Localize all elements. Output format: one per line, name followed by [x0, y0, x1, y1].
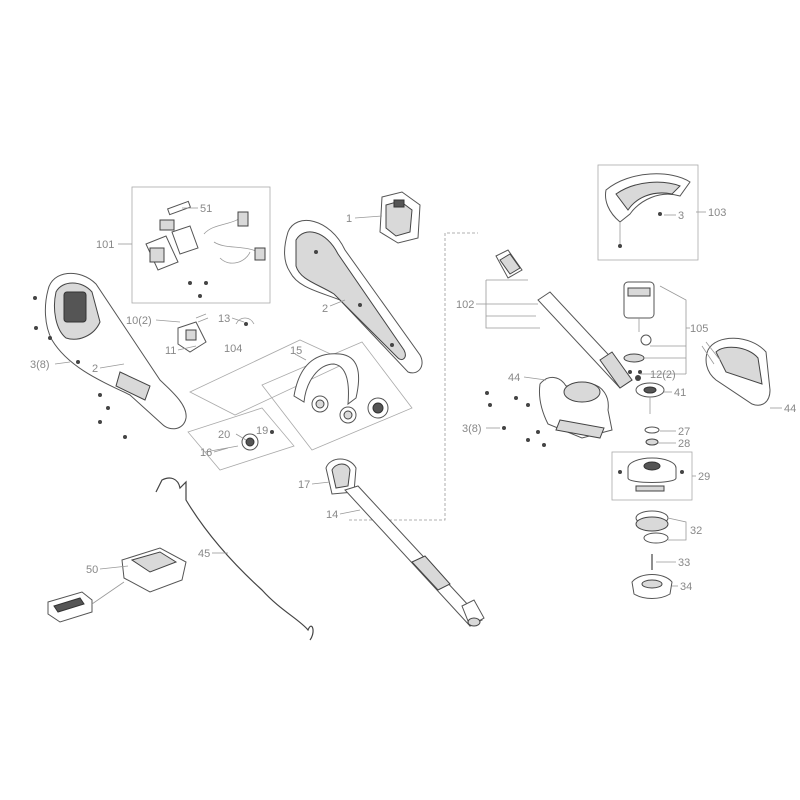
head-housing	[701, 337, 771, 406]
washer-27	[644, 426, 660, 434]
label-2-housing: 2	[322, 303, 328, 315]
label-12-2: 12(2)	[650, 369, 676, 381]
label-105: 105	[690, 323, 708, 335]
label-29: 29	[698, 471, 710, 483]
screw-set-right	[485, 391, 546, 447]
label-11: 11	[165, 345, 176, 357]
label-13: 13	[218, 313, 230, 325]
main-housing-half	[284, 219, 423, 374]
label-41: 41	[674, 387, 686, 399]
label-3-8-right: 3(8)	[462, 423, 482, 435]
label-32: 32	[690, 525, 702, 537]
motor	[623, 281, 655, 374]
label-17: 17	[298, 479, 310, 491]
shaft-clamp	[325, 458, 357, 495]
label-1: 1	[346, 213, 352, 225]
group-box-20	[187, 407, 295, 471]
label-102: 102	[456, 299, 474, 311]
label-103: 103	[708, 207, 726, 219]
label-3-8-left: 3(8)	[30, 359, 50, 371]
wire-harness	[155, 477, 314, 641]
leader-lines	[54, 207, 782, 587]
label-15: 15	[290, 345, 302, 357]
spool-housing	[618, 457, 684, 492]
label-28: 28	[678, 438, 690, 450]
group-box-103	[597, 164, 699, 261]
label-14: 14	[326, 509, 338, 521]
label-44-motor: 44	[508, 372, 520, 384]
auxiliary-handle	[293, 353, 389, 424]
charger-unit	[47, 547, 187, 623]
label-50: 50	[86, 564, 98, 576]
line-spool	[635, 510, 669, 544]
label-2-left: 2	[92, 363, 98, 375]
handle-clamp-parts	[204, 430, 274, 453]
screw-set-left	[33, 296, 127, 439]
switch-assembly-parts	[145, 200, 266, 298]
spindle-gear	[635, 382, 665, 414]
washer-28	[645, 438, 659, 446]
shaft-dashed-connector	[349, 232, 478, 521]
lower-shaft	[344, 485, 485, 627]
cover-guard	[605, 173, 691, 248]
motor-housing	[539, 377, 613, 439]
label-101: 101	[96, 239, 114, 251]
trigger-parts	[177, 313, 255, 353]
label-19: 19	[256, 425, 268, 437]
handle-housing-left	[44, 272, 187, 430]
label-10-2: 10(2)	[126, 315, 152, 327]
label-104: 104	[224, 343, 242, 355]
label-3-cover: 3	[678, 210, 684, 222]
label-20: 20	[218, 429, 230, 441]
label-44-head: 44	[784, 403, 796, 415]
label-27: 27	[678, 426, 690, 438]
group-box-101	[131, 186, 271, 304]
part-labels: 1 2 2 3 3(8) 3(8) 10(2) 11 12(2) 13 14 1…	[30, 203, 796, 593]
label-34: 34	[680, 581, 692, 593]
upper-shaft-assembly	[495, 249, 641, 389]
label-45: 45	[198, 548, 210, 560]
label-16: 16	[200, 447, 212, 459]
spool-cap	[631, 574, 673, 599]
label-51: 51	[200, 203, 212, 215]
battery-pack	[379, 191, 421, 244]
label-33: 33	[678, 557, 690, 569]
